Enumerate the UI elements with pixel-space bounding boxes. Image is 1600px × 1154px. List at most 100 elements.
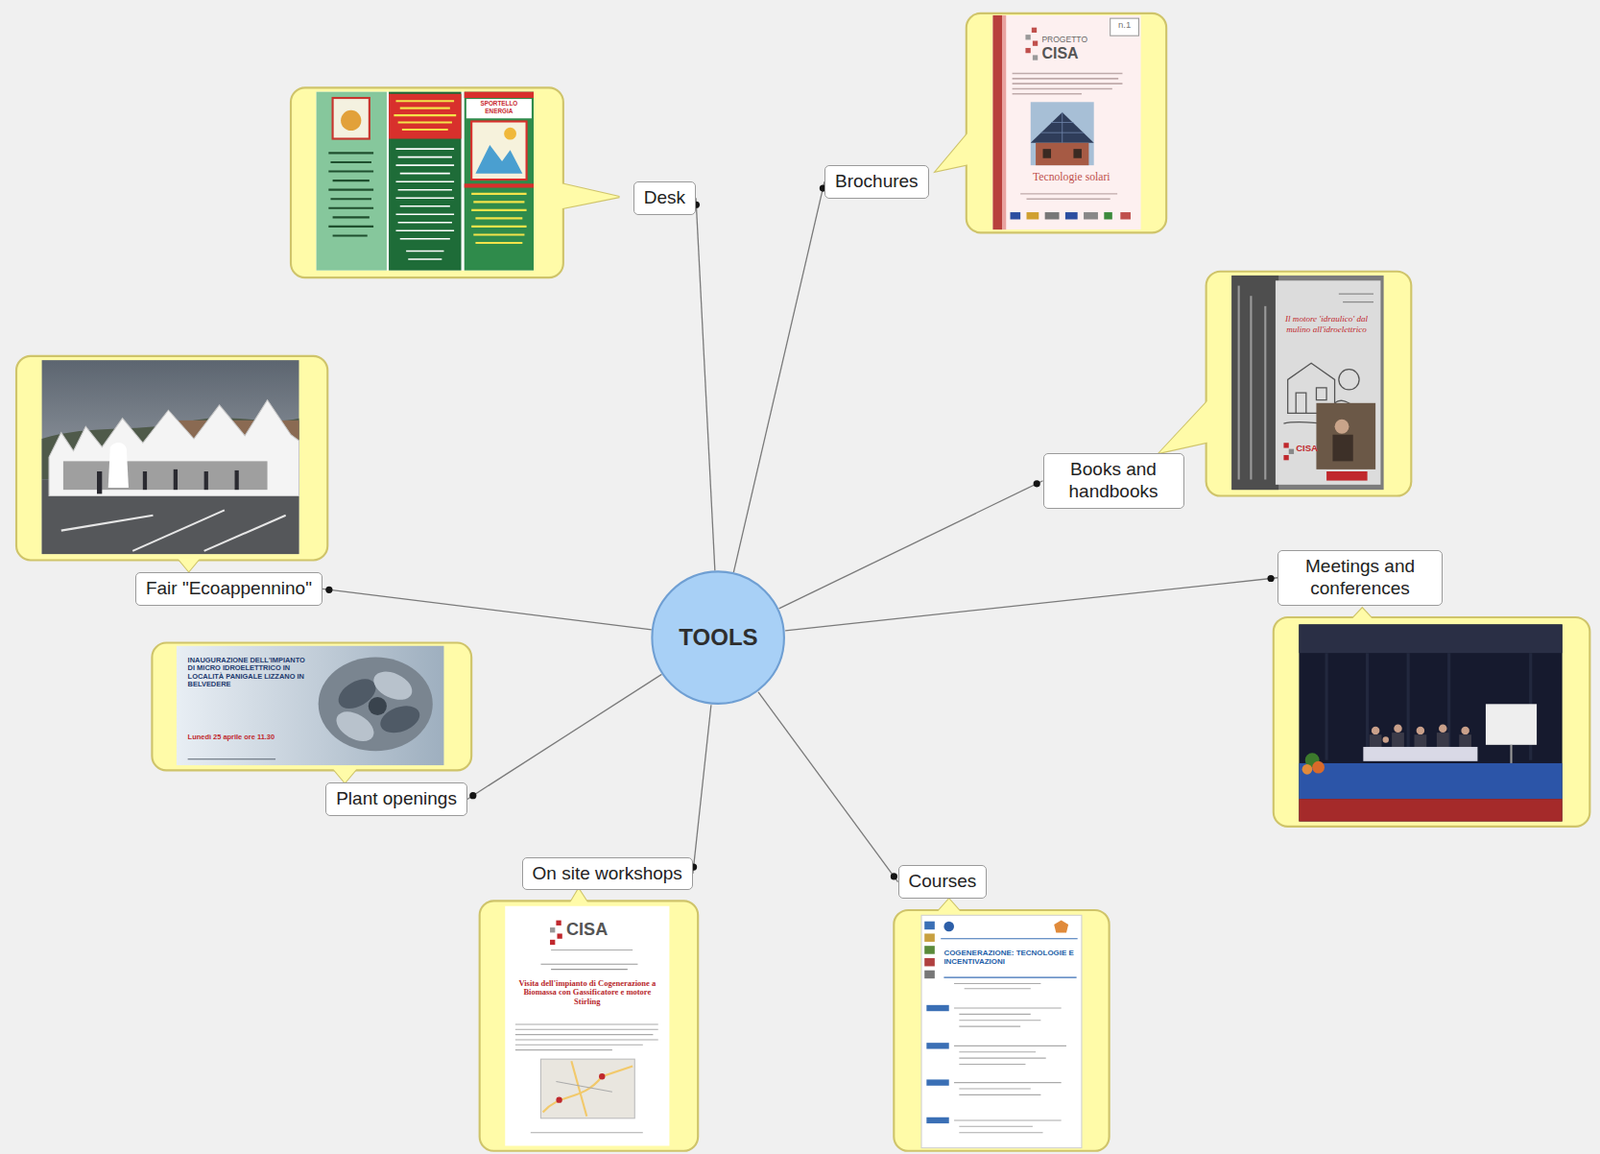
course-callout: [1053, 920, 1069, 933]
brochure-callout: [1012, 73, 1123, 95]
course-callout: [924, 945, 935, 955]
desk-callout: [400, 107, 451, 110]
fair-callout: [61, 509, 287, 551]
meeting-callout: [1416, 726, 1426, 736]
brochure-callout: [966, 13, 1167, 233]
desk-callout: [400, 205, 451, 208]
book-callout: [1249, 295, 1252, 479]
fair-callout: [63, 460, 268, 490]
meeting-callout: [1371, 726, 1381, 736]
meeting-callout: [1273, 617, 1591, 827]
desk-callout: [340, 110, 361, 131]
desk-callout: [503, 127, 517, 141]
branch-connector: [467, 673, 663, 799]
thumbnail-text: Tecnologie solari: [1004, 170, 1138, 184]
desk-callout: [328, 152, 374, 236]
brochure-callout: [1103, 212, 1113, 219]
course-callout: [958, 1026, 1021, 1027]
course-callout: [924, 921, 935, 931]
branch-box: Brochures: [824, 165, 930, 199]
course-callout: [954, 1119, 1062, 1121]
fair-callout: [16, 356, 328, 561]
fair-callout: [42, 359, 300, 554]
branch-connector: [695, 197, 716, 571]
workshop-callout: [515, 1024, 659, 1051]
branch-label: Desk: [644, 187, 686, 210]
desk-callout: [395, 196, 454, 199]
brochure-callout: [1025, 34, 1030, 40]
desk-callout: [473, 233, 525, 236]
desk-callout: [333, 179, 370, 182]
desk-callout: [393, 114, 456, 117]
course-callout: [893, 909, 1109, 1151]
desk-callout: [393, 100, 456, 130]
desk-callout: [400, 172, 451, 175]
course-callout: [921, 914, 1082, 1147]
course-callout: [954, 983, 1041, 989]
course-callout: [926, 1042, 949, 1049]
workshop-callout: [571, 1060, 587, 1116]
desk-callout: [330, 197, 372, 200]
workshop-callout: [555, 920, 561, 926]
connector-dot: [1266, 574, 1274, 582]
meeting-callout: [1509, 744, 1512, 764]
thumbnail-text: Visita dell'impianto di Cogenerazione a …: [513, 979, 662, 1007]
fair-callout: [48, 400, 299, 497]
desk-callout: [475, 241, 523, 244]
fair-callout: [108, 442, 129, 488]
workshop-callout: [479, 900, 699, 1150]
desk-callout: [395, 99, 454, 102]
brochure-callout: [1012, 88, 1113, 91]
workshop-callout: [543, 1060, 634, 1116]
course-callout: [958, 1125, 1033, 1127]
desk-callout: [471, 192, 526, 195]
desk-callout: [333, 234, 368, 237]
branch-label: On site workshops: [532, 862, 683, 885]
workshop-callout: [515, 1038, 659, 1040]
branch-box: Fair "Ecoappennino": [135, 572, 323, 606]
topic-circle: [652, 572, 786, 705]
workshop-callout: [550, 949, 633, 951]
desk-callout: [400, 238, 451, 240]
desk-callout: [395, 180, 454, 183]
central-topic: TOOLS: [650, 570, 786, 705]
course-callout: [932, 898, 966, 917]
brochure-callout: [1025, 47, 1030, 53]
branch-connector: [692, 704, 712, 874]
meeting-callout: [1391, 732, 1405, 749]
brochure-callout: [1010, 212, 1022, 219]
book-callout: [1295, 392, 1307, 413]
meeting-callout: [1298, 623, 1562, 653]
course-callout: [958, 1013, 1030, 1015]
connector-dot: [325, 586, 333, 594]
workshop-callout: [543, 1066, 634, 1113]
desk-callout: [398, 120, 453, 123]
course-callout: [958, 1019, 1041, 1021]
brochure-callout: [1012, 82, 1123, 85]
book-callout: [1342, 301, 1374, 303]
brochure-callout: [1020, 193, 1118, 199]
course-callout: [926, 1004, 949, 1011]
book-callout: [1159, 271, 1412, 497]
book-callout: [1283, 454, 1289, 460]
workshop-callout: [530, 1131, 644, 1133]
course-callout: [943, 921, 955, 932]
branch-box: Courses: [898, 864, 988, 899]
meeting-callout: [1273, 607, 1591, 826]
connector-dot: [890, 872, 898, 880]
branch-connector: [322, 588, 652, 629]
thumbnail-text: SPORTELLO ENERGIA: [466, 99, 532, 115]
course-callout: [926, 1004, 949, 1123]
desk-callout: [388, 94, 461, 140]
brochure-callout: [1110, 18, 1140, 36]
plant-callout: [151, 643, 472, 784]
course-callout: [954, 1045, 1067, 1047]
desk-callout: [402, 128, 449, 131]
brochure-callout: [1012, 72, 1123, 75]
desk-callout: [395, 164, 454, 167]
meeting-callout: [1369, 732, 1472, 749]
book-callout: [1338, 292, 1374, 294]
branch-connector: [785, 577, 1278, 631]
desk-callout: [464, 183, 534, 188]
branch-box: Desk: [633, 181, 696, 215]
